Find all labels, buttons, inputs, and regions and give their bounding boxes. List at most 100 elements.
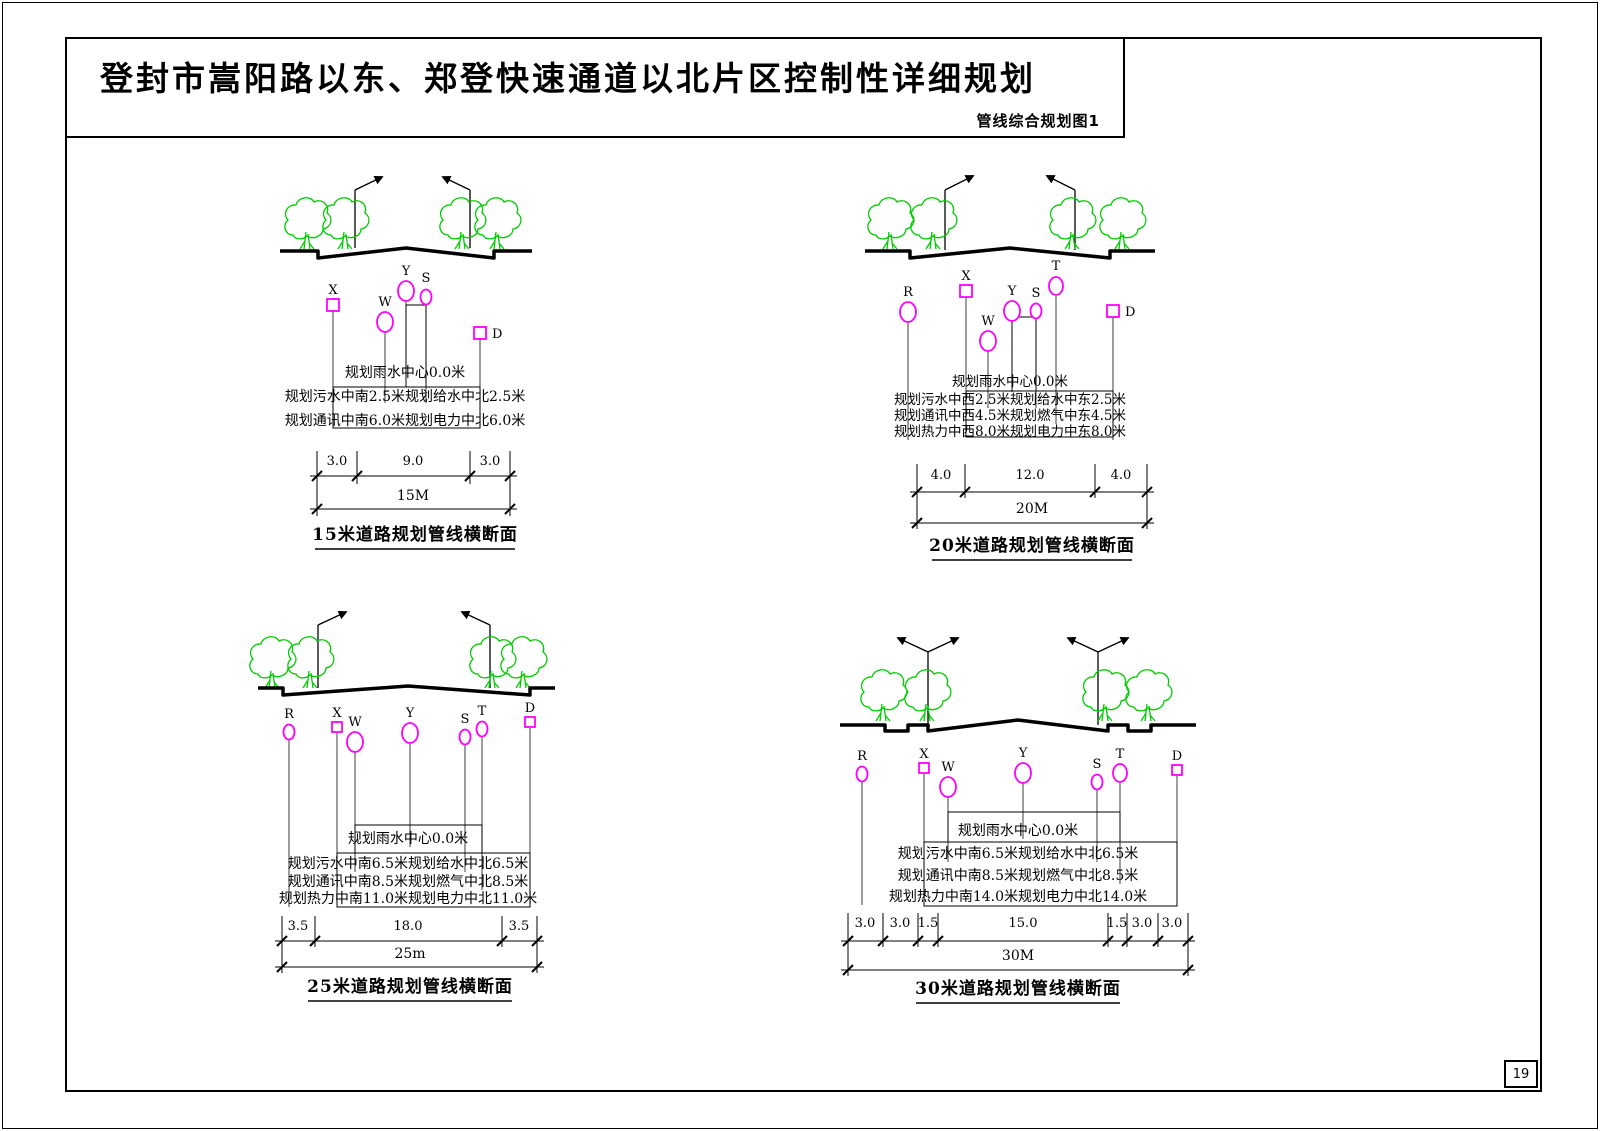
street-lamp-icon xyxy=(944,175,1076,250)
marker-letter: X xyxy=(961,269,971,284)
marker-letter: R xyxy=(903,285,914,300)
annotation-row: 规划通讯中西4.5米规划燃气中东4.5米 xyxy=(894,407,1126,424)
pipeline-marker-r xyxy=(899,301,917,323)
marker-letter: S xyxy=(1093,757,1102,772)
pipeline-marker-x xyxy=(959,284,973,298)
dim-number: 3.0 xyxy=(327,454,348,469)
pipeline-marker-y xyxy=(397,280,415,302)
annotation-rows: 规划雨水中心0.0米 规划污水中西2.5米规划给水中东2.5米 规划通讯中西4.… xyxy=(894,374,1126,440)
pipeline-marker-r xyxy=(282,723,296,741)
marker-letter: Y xyxy=(1018,746,1028,761)
dim-number: 3.0 xyxy=(1132,916,1153,931)
marker-letter: T xyxy=(1052,259,1061,274)
marker-letter: R xyxy=(284,707,295,722)
dim-number: 1.5 xyxy=(1107,916,1128,931)
dim-number: 3.5 xyxy=(288,919,309,934)
trees xyxy=(249,636,548,689)
pipeline-markers: X W Y S D xyxy=(326,264,502,342)
pipeline-marker-w xyxy=(346,731,364,753)
annotation-row: 规划雨水中心0.0米 xyxy=(345,365,465,381)
dim-number: 12.0 xyxy=(1016,468,1045,483)
page-title: 登封市嵩阳路以东、郑登快速通道以北片区控制性详细规划 xyxy=(100,59,1036,98)
annotation-row: 规划通讯中南6.0米规划电力中北6.0米 xyxy=(285,413,526,429)
road-profile xyxy=(258,684,555,697)
marker-letter: Y xyxy=(1007,284,1017,299)
street-lamp-icon xyxy=(354,176,471,248)
marker-letter: T xyxy=(478,704,487,719)
annotation-rows: 规划雨水中心0.0米 规划污水中南2.5米规划给水中北2.5米 规划通讯中南6.… xyxy=(285,365,526,429)
dim-number: 18.0 xyxy=(394,919,423,934)
dimension-lines: 3.5 18.0 3.5 25m xyxy=(275,916,544,973)
section-15m: X W Y S D 规划雨水中心0.0米 规划污水中南2.5米规划给水中北2.5… xyxy=(280,176,532,550)
pipeline-markers: R X W Y S T D xyxy=(282,701,536,753)
road-profile xyxy=(865,246,1155,260)
road-profile xyxy=(280,246,532,260)
marker-letter: S xyxy=(1032,286,1041,301)
section-caption: 20米道路规划管线横断面 xyxy=(929,535,1135,556)
marker-letter: D xyxy=(525,701,535,716)
section-caption: 15米道路规划管线横断面 xyxy=(312,524,518,545)
annotation-box xyxy=(405,304,427,388)
section-caption: 25米道路规划管线横断面 xyxy=(307,976,513,997)
total-dim-label: 30M xyxy=(1002,948,1034,964)
dim-number: 4.0 xyxy=(1111,468,1132,483)
page-number: 19 xyxy=(1504,1060,1538,1088)
annotation-box xyxy=(1011,316,1037,392)
section-30m: R X W Y S T D 规划雨水中心0.0米 规划污水中南6.5米规划给水中… xyxy=(840,636,1196,1004)
total-dim-label: 20M xyxy=(1016,501,1048,517)
dim-number: 4.0 xyxy=(931,468,952,483)
annotation-row: 规划雨水中心0.0米 xyxy=(958,823,1078,839)
pipeline-marker-d xyxy=(1171,764,1183,776)
annotation-row: 规划污水中南6.5米规划给水中北6.5米 xyxy=(898,846,1139,862)
marker-letter: W xyxy=(348,715,362,730)
annotation-row: 规划热力中南14.0米规划电力中北14.0米 xyxy=(889,889,1147,905)
marker-letter: Y xyxy=(405,706,415,721)
pipeline-markers: R X W Y S T D xyxy=(855,746,1183,798)
street-lamp-icon xyxy=(896,636,1130,725)
dim-number: 9.0 xyxy=(403,454,424,469)
marker-letter: X xyxy=(328,283,338,298)
marker-letter: R xyxy=(857,749,868,764)
pipeline-marker-y xyxy=(1003,300,1021,322)
leader-lines xyxy=(861,774,1178,905)
dimension-lines: 3.0 9.0 3.0 15M xyxy=(310,451,517,516)
annotation-rows: 规划雨水中心0.0米 规划污水中南6.5米规划给水中北6.5米 规划通讯中南8.… xyxy=(889,823,1147,905)
annotation-row: 规划热力中南11.0米规划电力中北11.0米 xyxy=(279,891,537,907)
marker-letter: W xyxy=(981,314,995,329)
marker-letter: X xyxy=(919,747,929,762)
annotation-row: 规划污水中南2.5米规划给水中北2.5米 xyxy=(285,389,526,405)
trees xyxy=(867,197,1147,250)
trees xyxy=(860,669,1173,722)
road-profile xyxy=(840,718,1196,733)
pipeline-marker-s xyxy=(458,728,472,746)
annotation-row: 规划污水中南6.5米规划给水中北6.5米 xyxy=(288,856,529,872)
marker-letter: S xyxy=(461,712,470,727)
annotation-row: 规划污水中西2.5米规划给水中东2.5米 xyxy=(894,392,1126,408)
pipeline-marker-w xyxy=(979,330,997,352)
marker-letter: D xyxy=(492,327,502,342)
trees xyxy=(284,197,522,250)
pipeline-marker-t xyxy=(1112,763,1128,783)
pipeline-marker-d xyxy=(524,716,536,728)
pipeline-marker-y xyxy=(401,722,419,744)
marker-letter: T xyxy=(1116,747,1125,762)
pipeline-marker-x xyxy=(918,762,930,774)
annotation-row: 规划雨水中心0.0米 xyxy=(952,374,1068,390)
section-caption: 30米道路规划管线横断面 xyxy=(915,978,1121,999)
dim-number: 3.0 xyxy=(1162,916,1183,931)
dim-number: 3.0 xyxy=(890,916,911,931)
dim-number: 1.5 xyxy=(918,916,939,931)
dimension-lines: 4.0 12.0 4.0 20M xyxy=(910,464,1154,529)
annotation-row: 规划热力中西8.0米规划电力中东8.0米 xyxy=(894,424,1126,440)
pipeline-marker-r xyxy=(855,765,869,783)
section-20m: R X W Y S T D 规划雨水中心0.0米 规划污水中西2.5米规划给水中… xyxy=(865,175,1155,561)
title-block xyxy=(65,37,1125,138)
pipeline-marker-w xyxy=(376,311,394,333)
marker-letter: D xyxy=(1125,305,1135,320)
marker-letter: S xyxy=(422,271,431,286)
marker-letter: W xyxy=(378,295,392,310)
pipeline-marker-t xyxy=(475,720,489,738)
section-25m: R X W Y S T D 规划雨水中心0.0米 规划污水中南6.5米规划给水中… xyxy=(249,610,555,1002)
